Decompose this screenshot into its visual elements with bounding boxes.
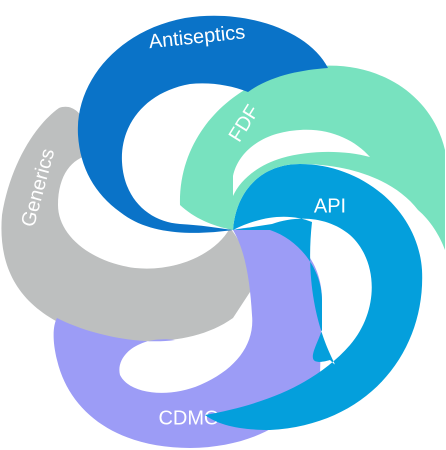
ring-fdf-shape [179, 65, 445, 250]
ring-antiseptics: Antiseptics [77, 15, 328, 233]
ring-label-cdmo: CDMO [158, 407, 219, 429]
ring-api: API [205, 164, 423, 430]
ring-generics: Generics [1, 106, 251, 342]
ring-cdmo: CDMO [53, 227, 322, 448]
ring-antiseptics-shape [77, 15, 328, 233]
ring-api-shape [205, 164, 423, 430]
ring-label-api: API [314, 195, 346, 217]
ring-cdmo-shape [53, 227, 322, 448]
ring-generics-shape [1, 106, 251, 342]
ring-fdf: FDF [179, 65, 445, 250]
